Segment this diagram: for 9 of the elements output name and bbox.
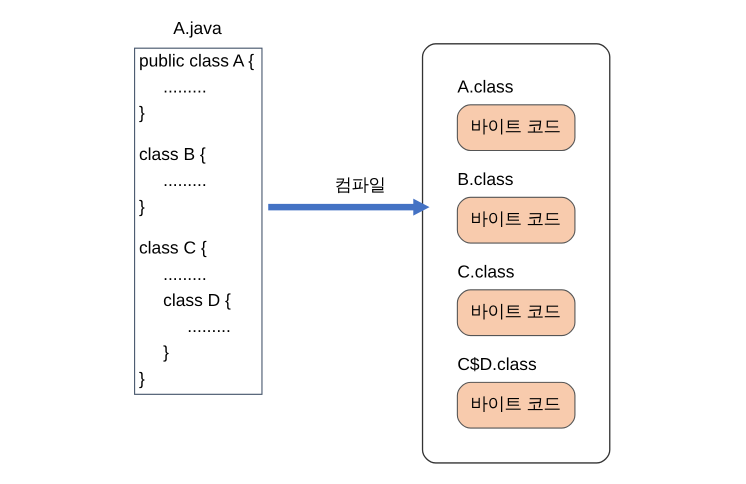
node-label: A.class — [457, 76, 514, 96]
node-label: B.class — [457, 168, 514, 189]
node-label: A.java — [173, 17, 222, 38]
cluster — [422, 42, 610, 464]
arrow — [268, 198, 430, 216]
node-label: C.class — [457, 261, 514, 282]
node-label: C$D.class — [457, 354, 537, 374]
edge-label: 컴파일 — [334, 174, 386, 194]
node-box: public class A { ......... } class B { ......... } class C { ......... class D { ......... } } — [134, 47, 262, 394]
